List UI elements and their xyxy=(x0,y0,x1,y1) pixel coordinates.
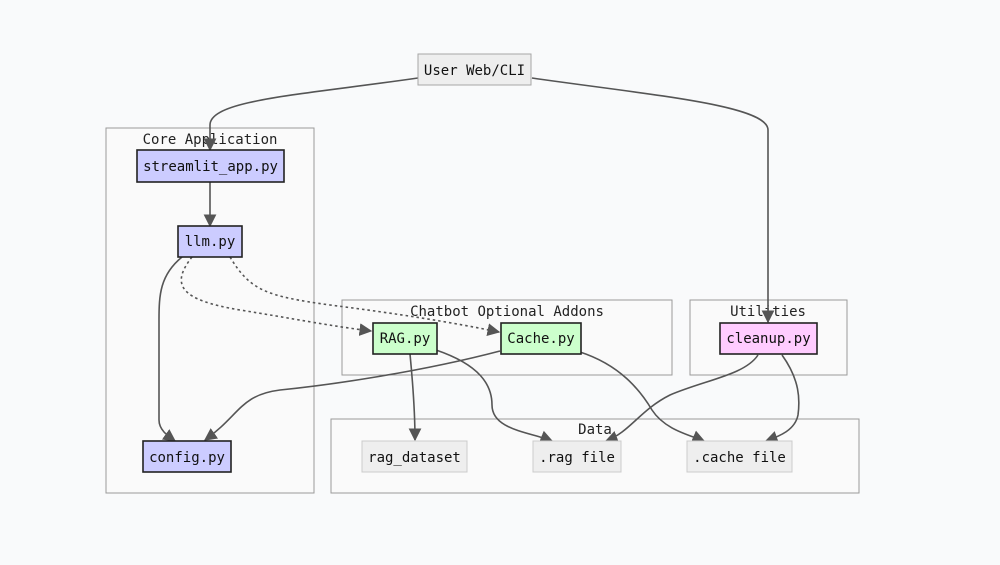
edge-cleanup-to-rag-file xyxy=(604,354,759,443)
node-label-rag-file: .rag file xyxy=(539,450,615,466)
edge-rag-to-rag-dataset xyxy=(408,353,422,442)
edge-user-to-cleanup xyxy=(531,77,775,324)
node-rag[interactable]: RAG.py xyxy=(372,322,438,355)
node-streamlit-app[interactable]: streamlit_app.py xyxy=(136,149,285,183)
node-config[interactable]: config.py xyxy=(142,440,232,473)
node-cache-file[interactable]: .cache file xyxy=(686,440,793,473)
edge-cache-to-cache-file xyxy=(579,351,706,443)
node-cleanup[interactable]: cleanup.py xyxy=(719,322,818,355)
node-user-web-cli[interactable]: User Web/CLI xyxy=(417,53,532,86)
edge-cleanup-to-cache-file xyxy=(764,354,800,444)
node-label-rag: RAG.py xyxy=(380,331,431,347)
node-llm[interactable]: llm.py xyxy=(177,225,243,258)
node-label-config: config.py xyxy=(149,450,225,466)
edge-llm-to-config xyxy=(158,256,183,442)
edge-user-to-streamlit xyxy=(203,77,419,152)
edge-llm-to-cache xyxy=(229,256,501,336)
node-label-llm: llm.py xyxy=(185,234,236,250)
node-rag-dataset[interactable]: rag_dataset xyxy=(361,440,468,473)
cluster-label-data: Data xyxy=(578,422,612,438)
cluster-label-addons: Chatbot Optional Addons xyxy=(410,304,604,320)
edge-rag-to-rag-file xyxy=(435,349,554,443)
node-label-rag-dataset: rag_dataset xyxy=(368,450,461,466)
node-label-streamlit: streamlit_app.py xyxy=(143,159,278,175)
edge-cache-to-config xyxy=(203,350,501,441)
node-label-cleanup: cleanup.py xyxy=(726,331,810,347)
node-cache[interactable]: Cache.py xyxy=(500,322,582,355)
node-label-cache-file: .cache file xyxy=(693,450,786,466)
edges xyxy=(158,77,800,444)
node-rag-file[interactable]: .rag file xyxy=(532,440,622,473)
node-label-user: User Web/CLI xyxy=(424,63,525,79)
node-label-cache: Cache.py xyxy=(507,331,574,347)
